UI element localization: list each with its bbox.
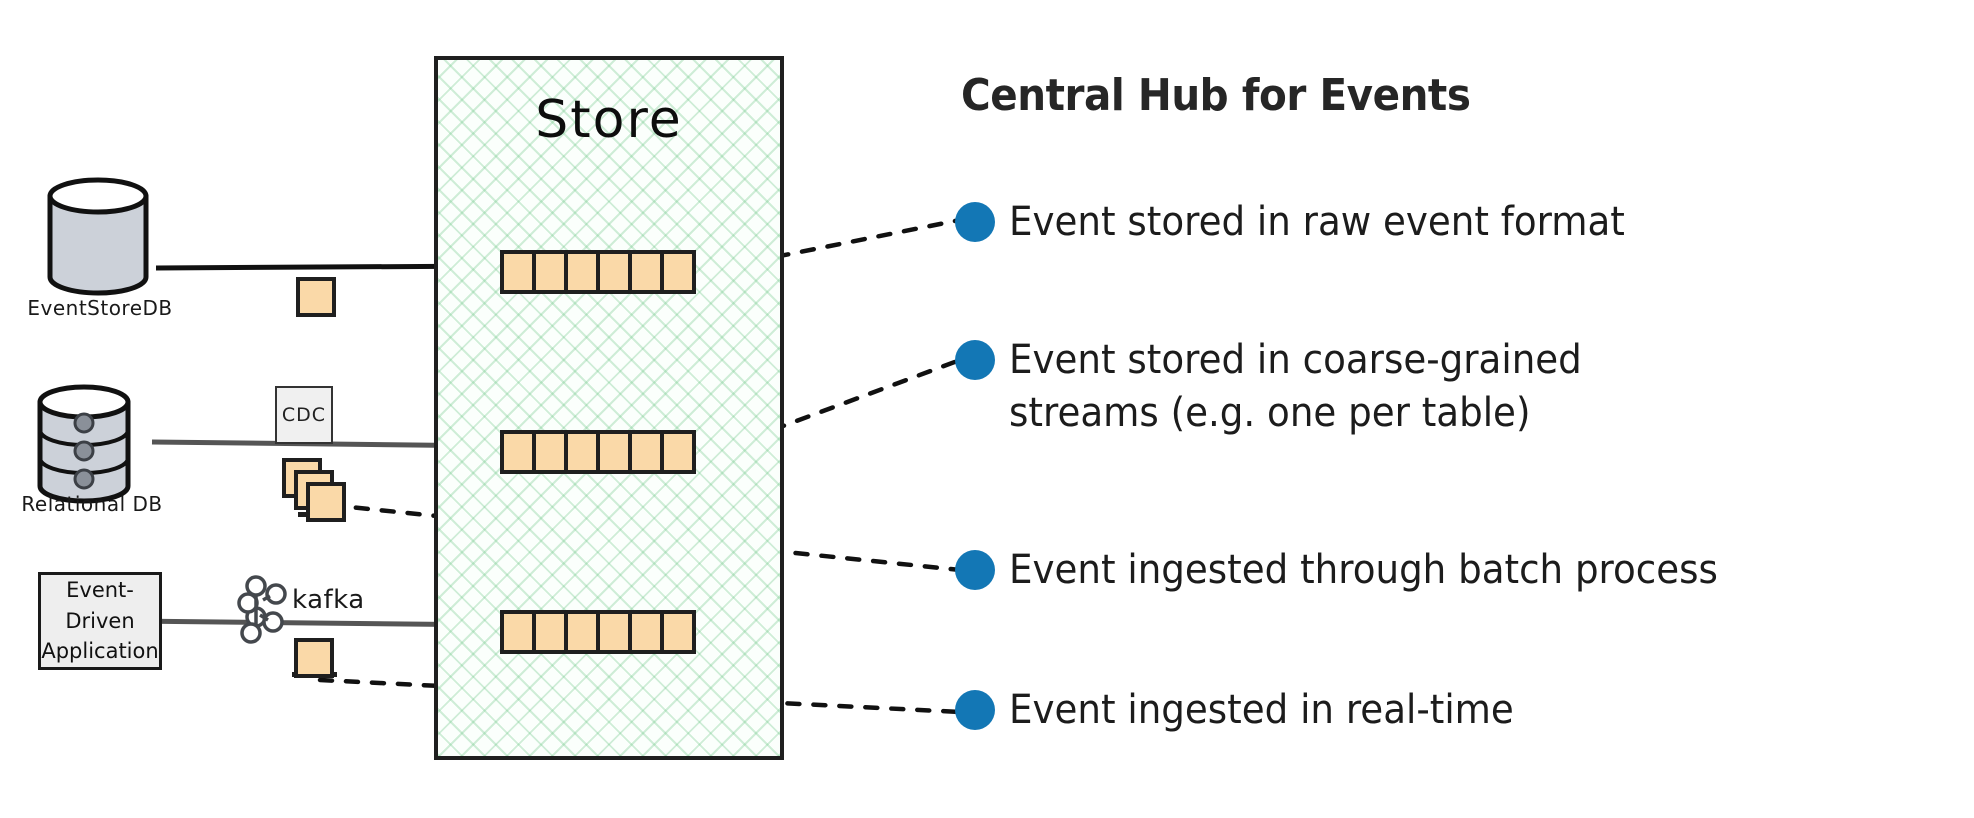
- stream-cell: [564, 250, 600, 294]
- stream-cell: [596, 430, 632, 474]
- stream-cell: [564, 430, 600, 474]
- event-square-stack-icon-front: [306, 482, 346, 522]
- legend-item-batch-process: Event ingested through batch process: [955, 544, 1771, 597]
- stream-cell: [596, 610, 632, 654]
- bullet-dot-icon: [955, 550, 995, 590]
- application-box-icon: Event- Driven Application: [38, 572, 162, 670]
- kafka-label: kafka: [292, 585, 365, 615]
- stream-cell: [532, 250, 568, 294]
- stream-row-coarse-grained: [500, 430, 696, 474]
- stream-cell: [660, 610, 696, 654]
- stream-cell: [596, 250, 632, 294]
- stream-cell: [532, 610, 568, 654]
- database-stack-icon: [37, 384, 131, 504]
- stream-cell: [500, 610, 536, 654]
- store-panel: Store: [434, 56, 784, 760]
- bullet-dot-icon: [955, 690, 995, 730]
- stream-cell: [660, 250, 696, 294]
- legend-item-real-time: Event ingested in real-time: [955, 684, 1552, 737]
- stream-cell: [628, 610, 664, 654]
- legend-item-label: Event ingested in real-time: [1009, 687, 1514, 733]
- source-label-relational-db: Relational DB: [21, 492, 163, 516]
- page-title: Central Hub for Events: [961, 70, 1471, 121]
- app-box-line-1: Event-: [66, 578, 134, 603]
- cdc-label: CDC: [281, 404, 327, 426]
- stream-cell: [532, 430, 568, 474]
- stream-cell: [500, 250, 536, 294]
- stream-cell: [628, 430, 664, 474]
- cdc-box: CDC: [275, 386, 333, 444]
- legend-item-label: Event ingested through batch process: [1009, 547, 1718, 593]
- source-label-eventstoredb: EventStoreDB: [27, 296, 173, 320]
- event-square-icon-kafka: [294, 638, 334, 678]
- legend-item-label: Event stored in raw event format: [1009, 199, 1625, 245]
- event-square-icon-eventstoredb: [296, 277, 336, 317]
- stream-cell: [660, 430, 696, 474]
- bullet-dot-icon: [955, 340, 995, 380]
- legend-item-label: Event stored in coarse-grained streams (…: [1009, 337, 1582, 436]
- app-box-line-2: Driven: [65, 608, 135, 633]
- stream-row-raw-event: [500, 250, 696, 294]
- bullet-dot-icon: [955, 202, 995, 242]
- legend-panel: Central Hub for Events: [955, 74, 1965, 126]
- app-box-line-3: Application: [41, 639, 159, 664]
- stream-cell: [628, 250, 664, 294]
- stream-cell: [564, 610, 600, 654]
- store-title: Store: [535, 90, 683, 150]
- stream-row-real-time: [500, 610, 696, 654]
- legend-item-raw-event: Event stored in raw event format: [955, 196, 1671, 249]
- stream-cell: [500, 430, 536, 474]
- legend-item-coarse-grained: Event stored in coarse-grained streams (…: [955, 334, 1625, 440]
- database-cylinder-icon: [47, 177, 149, 296]
- kafka-logo-icon: [237, 575, 287, 644]
